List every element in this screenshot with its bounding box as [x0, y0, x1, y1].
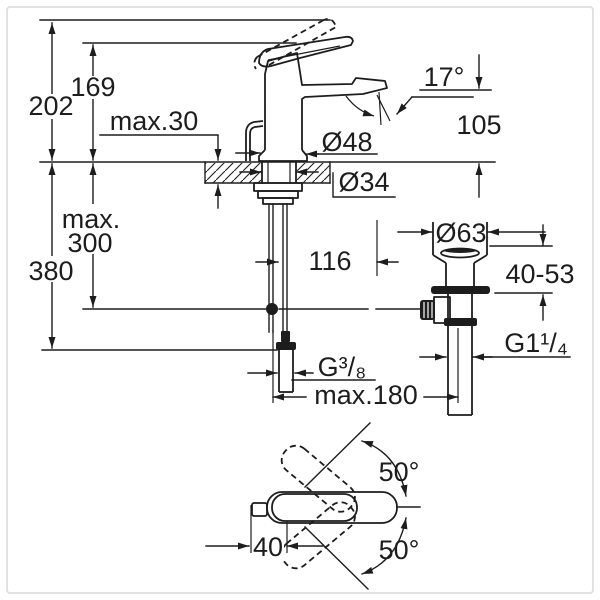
dim-105: 105: [456, 110, 501, 140]
label-g114-thread: G1¹/₄: [504, 328, 568, 358]
dim-max300-value: 300: [67, 228, 112, 258]
handle-top-view-labels: 50° 50° 40: [253, 457, 419, 565]
dim-40: 40: [253, 532, 283, 562]
label-g38-thread: G³/₈: [318, 352, 367, 382]
dim-380: 380: [28, 256, 73, 286]
dim-max300-word: max.: [62, 204, 121, 234]
dim-202: 202: [28, 91, 73, 121]
dim-116: 116: [308, 246, 351, 276]
dim-dia63: Ø63: [435, 218, 486, 248]
dim-max180: max.180: [314, 380, 418, 410]
dim-max30: max.30: [110, 106, 199, 136]
dim-dia48: Ø48: [321, 127, 372, 157]
faucet-outline: [245, 18, 421, 393]
dim-40-53: 40-53: [505, 259, 574, 289]
dim-169: 169: [70, 72, 115, 102]
popup-waste-assembly: [420, 222, 490, 416]
handle-top-view: [205, 422, 421, 590]
dim-50deg-upper: 50°: [379, 457, 420, 487]
dim-50deg-lower: 50°: [379, 535, 420, 565]
dimension-labels: 202 169 max.30 17° 105 Ø48 Ø34 max. 300 …: [28, 62, 575, 410]
waste-locknut: [444, 318, 477, 326]
dim-17deg: 17°: [424, 62, 465, 92]
dimension-lines: [48, 22, 571, 403]
popup-rod-pivot: [266, 303, 278, 315]
page-border: [6, 6, 594, 594]
dim-dia34: Ø34: [338, 167, 389, 197]
waste-gasket: [431, 286, 490, 294]
